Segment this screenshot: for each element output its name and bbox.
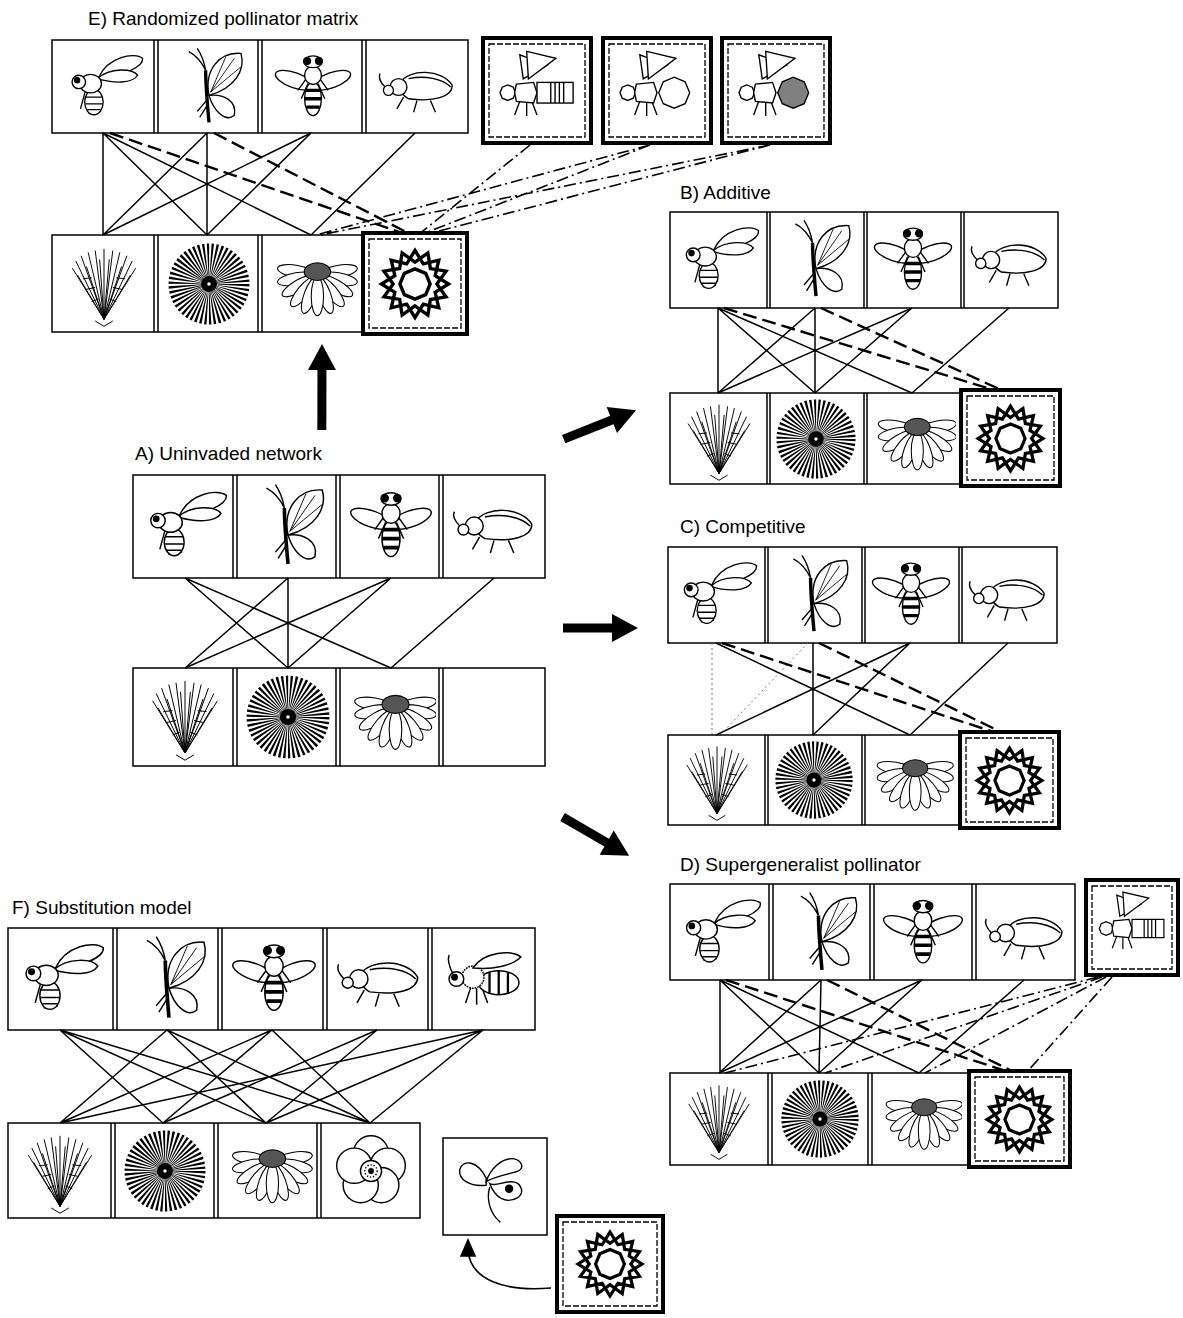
flow-arrow: [564, 407, 636, 439]
invasive-plant-box: [557, 1216, 663, 1312]
flow-arrow: [308, 344, 336, 430]
pollinator-icons: [151, 485, 532, 564]
plant-icons: [72, 240, 459, 328]
panel-heading: D) Supergeneralist pollinator: [680, 854, 921, 876]
panel-heading: E) Randomized pollinator matrix: [88, 8, 358, 30]
interaction-lines: [719, 977, 1112, 1073]
flow-arrow: [563, 614, 638, 642]
arrow-shaft: [563, 623, 614, 632]
interaction-lines: [712, 643, 1008, 735]
invasive-plant-icon: [568, 1222, 652, 1306]
pollinator-row: [133, 475, 545, 578]
panel-region: A) Uninvaded network: [130, 436, 547, 830]
plant-icons: [688, 396, 1053, 481]
plant-icons: [153, 681, 438, 760]
plant-icons: [689, 1077, 1062, 1162]
pollinator-row: [670, 212, 1058, 308]
panel-heading: F) Substitution model: [12, 897, 192, 919]
plant-row: [52, 233, 467, 334]
panel-region: B) Additive: [662, 180, 1062, 488]
panel-heading: C) Competitive: [680, 516, 806, 538]
panel-region: F) Substitution model: [6, 896, 669, 1314]
pollinator-icons: [684, 555, 1044, 631]
invasive-pollinator-icons: [500, 51, 809, 116]
plant-icons: [28, 1136, 521, 1222]
panel-heading: B) Additive: [680, 182, 771, 204]
interaction-lines: [60, 1030, 483, 1123]
arrow-shaft: [564, 419, 614, 439]
arrow-head: [308, 344, 336, 370]
plant-row: [668, 732, 1059, 828]
plant-row: [133, 668, 545, 766]
invasive-pollinator-box: [1086, 880, 1178, 975]
interaction-lines: [718, 308, 1009, 393]
pollinator-row: [8, 928, 535, 1030]
flow-arrow: [563, 817, 630, 856]
invasive-pollinator-icon: [1099, 892, 1164, 949]
arrow-head: [600, 831, 630, 856]
plant-icons: [687, 738, 1052, 823]
interaction-lines: [185, 578, 494, 668]
pollinator-icons: [687, 893, 1062, 970]
pollinator-row: [668, 547, 1057, 643]
panel-region: D) Supergeneralist pollinator: [662, 852, 1183, 1170]
plant-row: [670, 390, 1060, 486]
replacement-arrow: [461, 1240, 551, 1289]
panel-region: E) Randomized pollinator matrix: [50, 4, 835, 340]
invasive-pollinator-boxes: [483, 38, 830, 143]
plant-row: [8, 1123, 547, 1235]
arrow-shaft: [563, 817, 609, 844]
arrow-head: [612, 614, 638, 642]
pollinator-icons: [72, 48, 452, 122]
plant-row: [670, 1071, 1070, 1167]
pollinator-icons: [686, 220, 1046, 296]
pollinator-row: [670, 884, 1075, 980]
pollinator-row: [52, 40, 468, 133]
arrow-head: [607, 407, 636, 433]
arrow-shaft: [317, 368, 326, 430]
panel-region: C) Competitive: [662, 516, 1062, 830]
panel-heading: A) Uninvaded network: [135, 443, 322, 465]
pollinator-icons: [26, 937, 521, 1018]
